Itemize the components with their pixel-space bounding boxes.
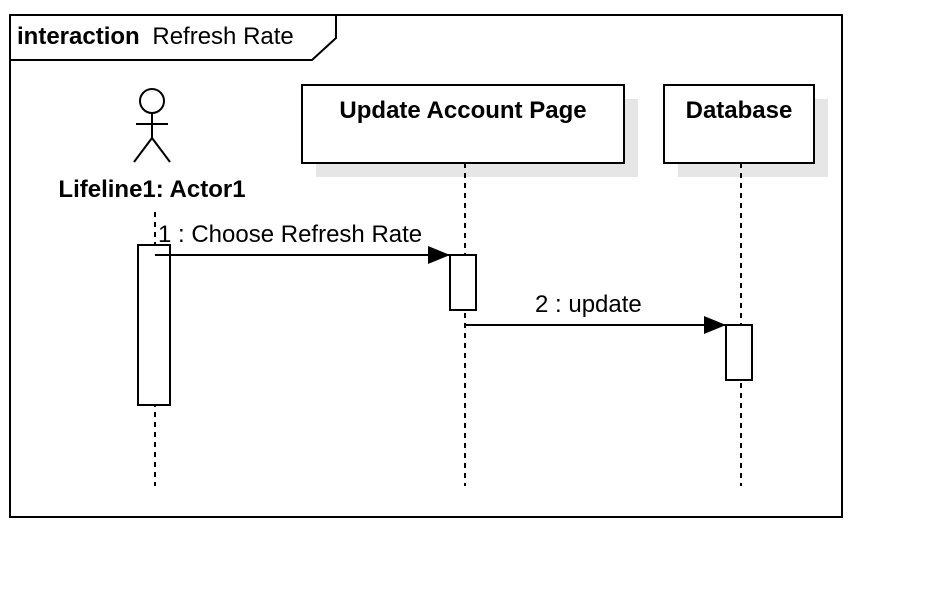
frame-title-tab — [9, 14, 337, 61]
actor-label: Lifeline1: Actor1 — [58, 176, 245, 203]
frame-keyword: interaction — [17, 23, 140, 50]
db-lifeline-box — [663, 84, 815, 164]
db-activation-bar — [725, 324, 753, 381]
db-lifeline-label: Database — [686, 97, 793, 124]
actor-activation-bar — [137, 244, 171, 406]
actor-figure-icon — [133, 88, 171, 163]
frame-name: Refresh Rate — [152, 23, 293, 50]
message-2-label: 2 : update — [535, 291, 642, 318]
frame-title: interaction Refresh Rate — [17, 23, 294, 50]
page-lifeline-box — [301, 84, 625, 164]
message-1-label: 1 : Choose Refresh Rate — [158, 221, 422, 248]
page-lifeline-label: Update Account Page — [339, 97, 586, 124]
page-activation-bar — [449, 254, 477, 311]
